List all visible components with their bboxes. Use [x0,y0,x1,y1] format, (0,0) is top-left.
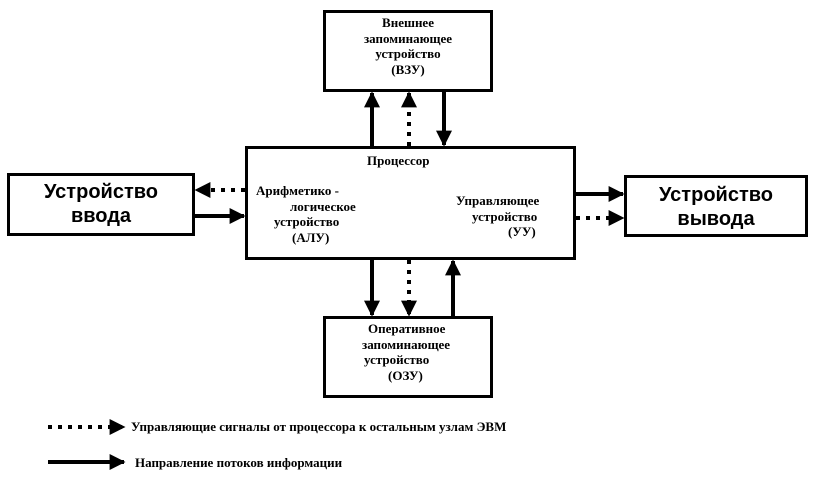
output-device-label: Устройство вывода [659,184,773,230]
external-storage-box [323,10,493,92]
alu-label: Арифметико - логическое устройство (АЛУ) [256,183,356,245]
vzu-label: Внешнее запоминающее устройство (ВЗУ) [363,15,453,77]
processor-title: Процессор [367,153,430,168]
processor-box [245,146,576,260]
ozu-label: Оперативное запоминающее устройство (ОЗУ… [362,321,451,383]
legend-solid-label: Направление потоков информации [135,455,343,470]
cu-label: Управляющее устройство (УУ) [456,193,540,240]
input-device-label: Устройство ввода [44,181,158,227]
legend-dotted-label: Управляющие сигналы от процессора к оста… [131,419,507,434]
input-device-box [7,173,195,236]
output-device-box [624,175,808,237]
ram-box [323,316,493,398]
